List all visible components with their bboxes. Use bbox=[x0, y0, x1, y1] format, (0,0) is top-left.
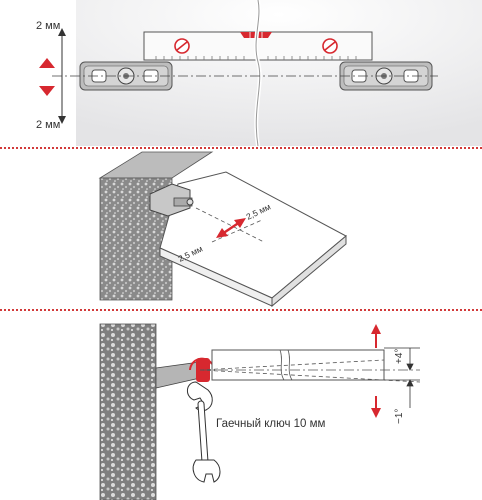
step1-panel: 2 мм 2 мм bbox=[0, 0, 482, 146]
vial-left-icon bbox=[174, 38, 190, 54]
adjust-arrow-icon bbox=[216, 218, 246, 238]
offset-bottom-label: 2 мм bbox=[36, 119, 61, 131]
tilt-dimension bbox=[384, 347, 420, 408]
step3-panel: +4° −1° Гаечный ключ 10 мм bbox=[0, 312, 482, 500]
step2-panel: 2,5 мм 2,5 мм bbox=[0, 150, 482, 310]
section-divider bbox=[0, 309, 482, 311]
arrow-up-icon bbox=[39, 58, 55, 68]
arrow-down-icon bbox=[39, 86, 55, 96]
bracket-mount bbox=[149, 183, 194, 217]
step3-illustration: +4° −1° bbox=[99, 323, 421, 500]
wrench-icon bbox=[187, 381, 221, 483]
bracket-left bbox=[79, 61, 173, 91]
tilt-down-arrow-icon bbox=[371, 396, 381, 418]
section-divider bbox=[0, 147, 482, 149]
offset-top-label: 2 мм bbox=[36, 20, 61, 32]
step2-illustration: 2,5 мм 2,5 мм bbox=[98, 151, 347, 308]
vial-right-icon bbox=[322, 38, 338, 54]
range-arrow bbox=[58, 28, 66, 124]
panel-board bbox=[159, 171, 347, 308]
tilt-up-arrow-icon bbox=[371, 324, 381, 348]
wall-section bbox=[99, 323, 157, 500]
tilt-up-label: +4° bbox=[394, 349, 405, 364]
tilt-down-label: −1° bbox=[394, 409, 405, 424]
wrench-label: Гаечный ключ 10 мм bbox=[216, 418, 326, 430]
step1-illustration bbox=[39, 0, 482, 146]
